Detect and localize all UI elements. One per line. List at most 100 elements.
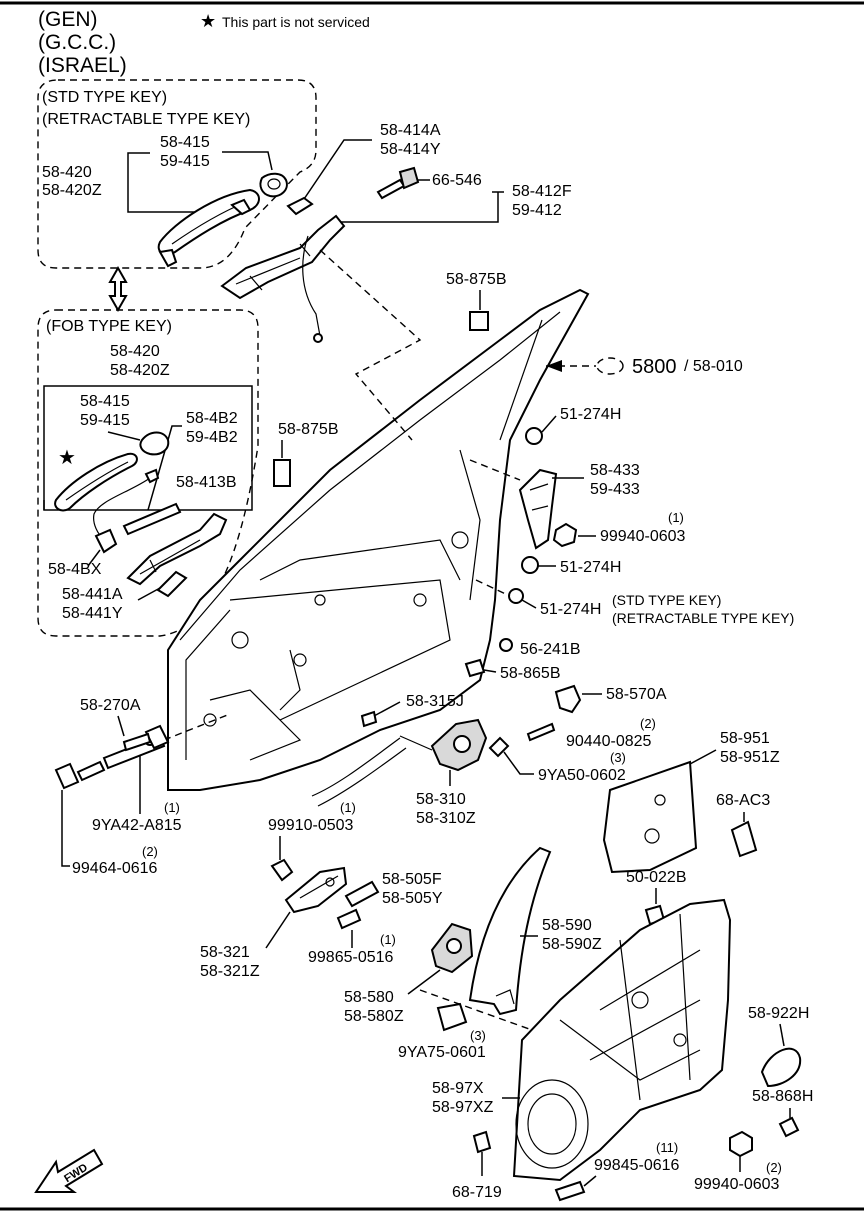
star-icon: ★ [200, 11, 216, 31]
fob-outer-handle-part [54, 452, 138, 512]
label-59-412: 59-412 [512, 202, 562, 219]
exchange-arrow-icon [108, 265, 128, 313]
leader-line [137, 587, 161, 601]
label-58-433: 58-433 [590, 462, 640, 479]
clip-part [472, 1130, 492, 1154]
guide-line [469, 459, 521, 481]
label-99865-0516: 99865-0516 [308, 949, 394, 966]
label-58-97XZ: 58-97XZ [432, 1099, 494, 1116]
gasket-part [286, 196, 314, 216]
screw-part [336, 908, 362, 930]
label-51-274H-b: 51-274H [560, 559, 621, 576]
qty-9YA50-0602: (3) [610, 750, 626, 765]
qty-99940-0603-a: (1) [668, 510, 684, 525]
leader-line [299, 139, 372, 206]
leader-line [87, 549, 101, 567]
qty-99464-0616: (2) [142, 844, 158, 859]
leader-line [583, 1175, 597, 1187]
label-58-420Z-fob: 58-420Z [110, 362, 170, 379]
fob-gasket-part [156, 570, 188, 598]
bolt-part [436, 1002, 468, 1032]
label-99845-0616: 99845-0616 [594, 1157, 680, 1174]
label-58-441A: 58-441A [62, 586, 123, 603]
label-59-433: 59-433 [590, 481, 640, 498]
label-58-875B-mid: 58-875B [278, 421, 339, 438]
label-58-951Z: 58-951Z [720, 749, 780, 766]
leader-line [407, 969, 441, 995]
regulator-motor-part [430, 922, 474, 974]
bolt-part [54, 762, 80, 790]
label-58-415: 58-415 [160, 134, 210, 151]
label-58-505F: 58-505F [382, 871, 442, 888]
leader-line [147, 425, 182, 511]
grommet-part [525, 427, 543, 445]
leader-line [340, 191, 504, 223]
label-58-951: 58-951 [720, 730, 770, 747]
screw-part [554, 1180, 586, 1202]
label-58-570A: 58-570A [606, 686, 667, 703]
label-58-310Z: 58-310Z [416, 810, 476, 827]
leader-line [61, 790, 70, 867]
bolt-part [526, 722, 556, 742]
leader-line [222, 151, 273, 171]
handle-cap-part [259, 172, 288, 198]
guide-line [319, 249, 422, 441]
label-51-274H-c: 51-274H [540, 601, 601, 618]
label-9YA50-0602: 9YA50-0602 [538, 767, 626, 784]
striker-part [554, 684, 582, 714]
door-shell-part [167, 288, 590, 791]
star-icon: ★ [58, 447, 76, 469]
label-58-590: 58-590 [542, 917, 592, 934]
bolt-part [144, 724, 170, 750]
label-58-580Z: 58-580Z [344, 1008, 404, 1025]
leader-line [503, 751, 534, 775]
latch-cable-part [311, 737, 407, 807]
pad-58-875B-part [469, 311, 489, 331]
label-99910-0503: 99910-0503 [268, 817, 354, 834]
label-56-241B: 56-241B [520, 641, 581, 658]
label-59-4B2: 59-4B2 [186, 429, 238, 446]
grommet-part [521, 556, 539, 574]
nut-part [729, 1130, 753, 1158]
clip-part [730, 820, 758, 858]
fob-strip-part [122, 502, 182, 536]
door-shell-symbol [596, 357, 624, 375]
label-58-865B: 58-865B [500, 665, 561, 682]
label-58-505Y: 58-505Y [382, 890, 443, 907]
label-99940-0603-a: 99940-0603 [600, 528, 686, 545]
label-58-97X: 58-97X [432, 1080, 484, 1097]
seal-part [760, 1047, 802, 1088]
label-58-412F: 58-412F [512, 183, 572, 200]
screw-part [488, 736, 510, 758]
label-9YA75-0601: 9YA75-0601 [398, 1044, 486, 1061]
retractable-key-group-title: (RETRACTABLE TYPE KEY) [42, 111, 250, 128]
fob-key-group-title: (FOB TYPE KEY) [46, 318, 172, 335]
escutcheon-part [344, 880, 380, 908]
qty-9YA42-A815: (1) [164, 800, 180, 815]
qty-99845-0616: (11) [656, 1140, 678, 1155]
std-key-group-box [37, 79, 317, 269]
label-58-4BX: 58-4BX [48, 561, 102, 578]
label-58-4B2: 58-4B2 [186, 410, 238, 427]
leader-line [265, 911, 291, 949]
leader-line [483, 669, 497, 673]
leader-line [107, 431, 141, 441]
qty-90440-0825: (2) [640, 716, 656, 731]
region-gen: (GEN) [38, 8, 98, 31]
label-58-420-fob: 58-420 [110, 343, 160, 360]
label-90440-0825: 90440-0825 [566, 733, 652, 750]
label-58-922H: 58-922H [748, 1005, 809, 1022]
leader-line [127, 152, 150, 185]
leader-line [373, 701, 401, 717]
label-66-546: 66-546 [432, 172, 482, 189]
pad-58-875B-part [273, 459, 291, 487]
qty-99910-0503: (1) [340, 800, 356, 815]
bolt-shank-part [76, 760, 106, 782]
bolt-shank-part [122, 732, 152, 752]
label-9YA42-A815: 9YA42-A815 [92, 817, 182, 834]
label-58-315J: 58-315J [406, 693, 464, 710]
not-serviced-note: This part is not serviced [222, 14, 370, 30]
screw-66-546-part [376, 166, 420, 200]
plug-part [778, 1116, 800, 1138]
